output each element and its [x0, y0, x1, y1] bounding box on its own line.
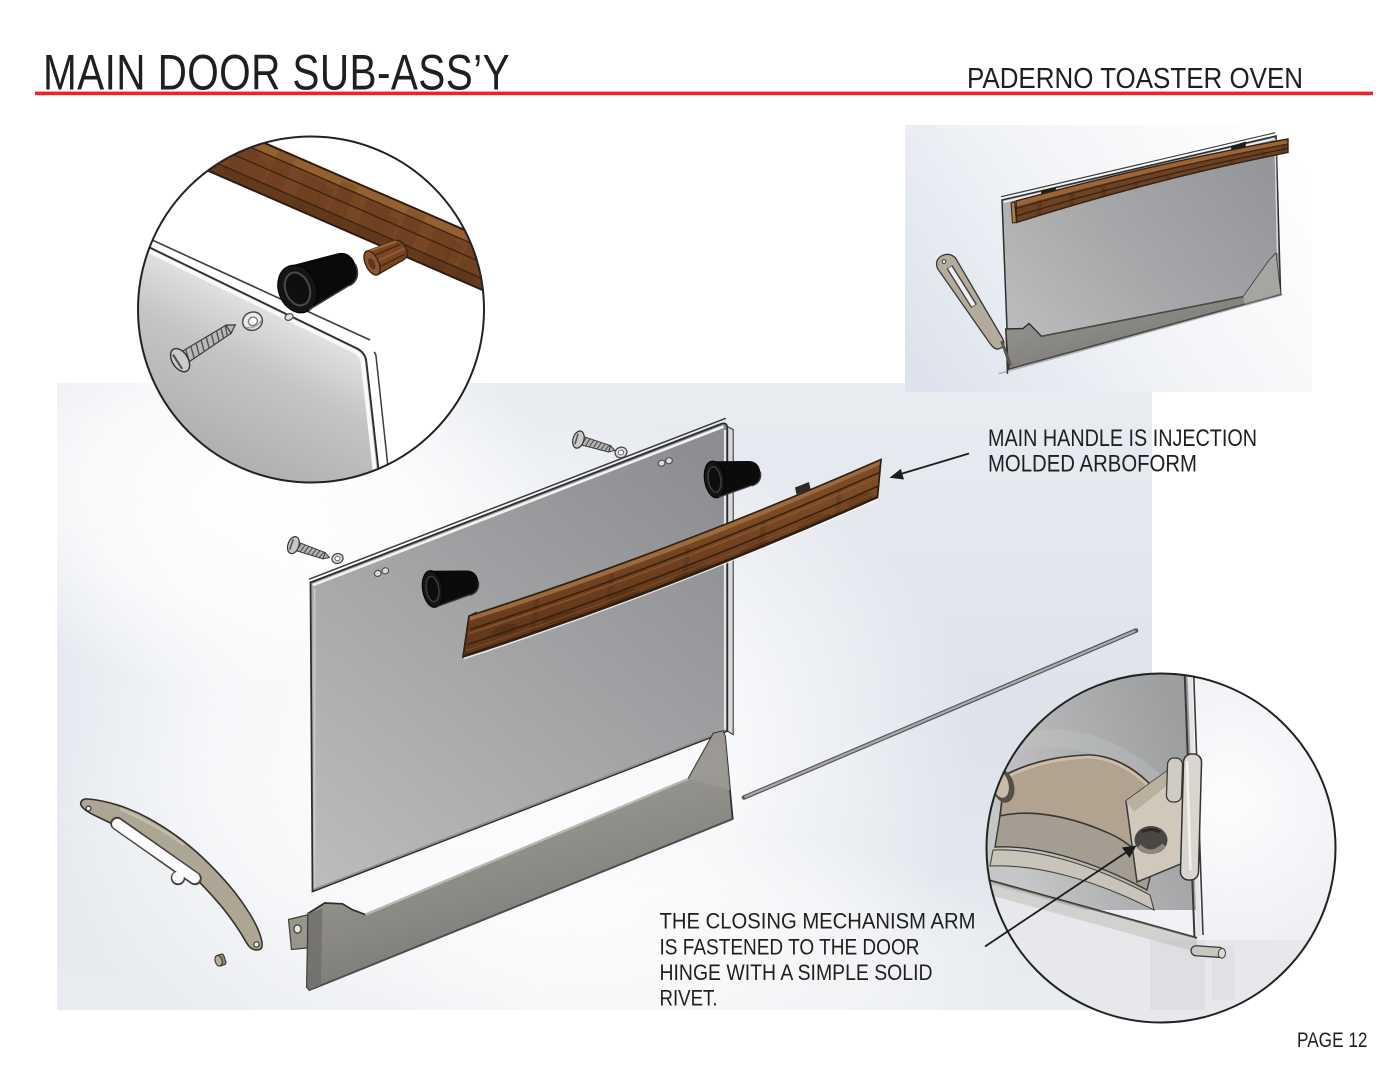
svg-text:PAGE 12: PAGE 12: [1297, 1029, 1368, 1052]
svg-text:RIVET.: RIVET.: [660, 986, 718, 1011]
svg-text:MAIN HANDLE IS INJECTION: MAIN HANDLE IS INJECTION: [988, 425, 1257, 452]
svg-text:MAIN DOOR SUB-ASS’Y: MAIN DOOR SUB-ASS’Y: [43, 45, 510, 101]
svg-text:PADERNO TOASTER OVEN: PADERNO TOASTER OVEN: [967, 63, 1303, 95]
svg-text:HINGE WITH A SIMPLE SOLID: HINGE WITH A SIMPLE SOLID: [660, 960, 933, 985]
svg-text:IS FASTENED TO THE DOOR: IS FASTENED TO THE DOOR: [660, 934, 920, 959]
svg-text:THE CLOSING MECHANISM ARM: THE CLOSING MECHANISM ARM: [660, 909, 976, 934]
svg-text:MOLDED ARBOFORM: MOLDED ARBOFORM: [988, 451, 1197, 478]
